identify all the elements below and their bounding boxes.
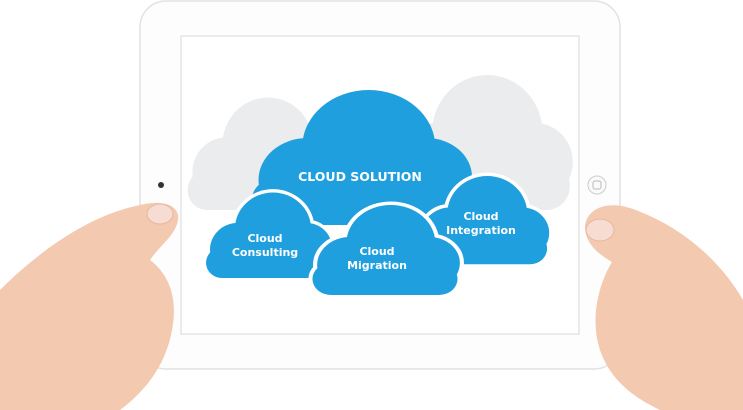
- migration-line2: Migration: [347, 259, 407, 272]
- integration-line1: Cloud: [463, 210, 499, 223]
- left-hand: [0, 202, 179, 410]
- right-hand: [585, 205, 743, 410]
- main-cloud-label: CLOUD SOLUTION: [298, 169, 422, 184]
- consulting-line2: Consulting: [231, 246, 299, 259]
- consulting-line1: Cloud: [247, 232, 283, 245]
- sub-cloud-migration: Cloud Migration: [327, 245, 427, 273]
- sub-cloud-integration: Cloud Integration: [431, 210, 531, 238]
- camera-icon: [158, 182, 164, 188]
- integration-line2: Integration: [446, 224, 516, 237]
- migration-line1: Cloud: [359, 245, 395, 258]
- home-button[interactable]: [587, 175, 607, 195]
- sub-cloud-consulting: Cloud Consulting: [215, 232, 315, 260]
